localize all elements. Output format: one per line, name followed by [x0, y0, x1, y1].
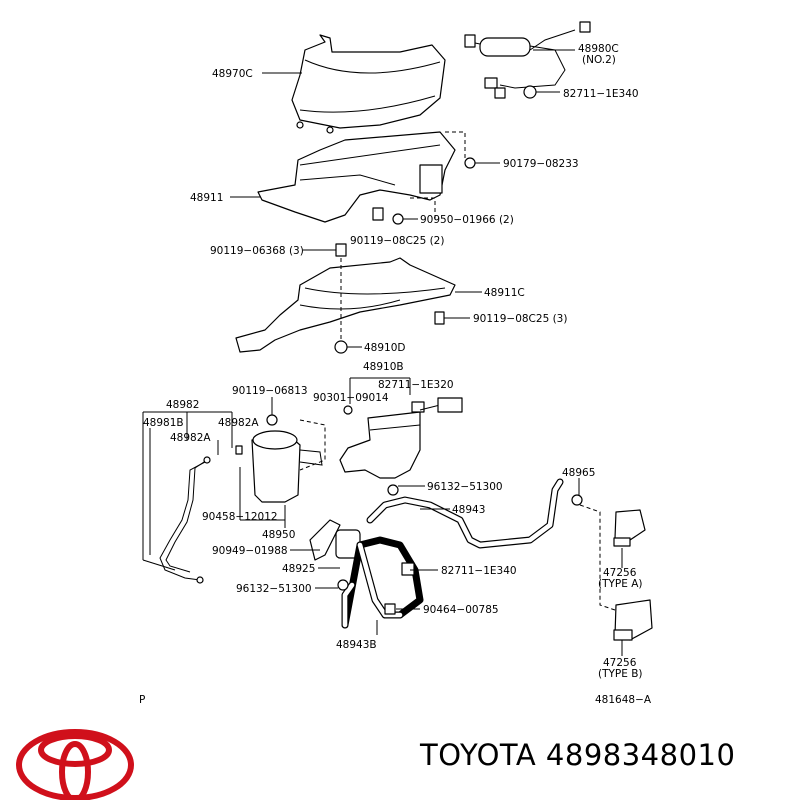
label-48911c: 48911C — [484, 287, 525, 299]
label-48981b: 48981B — [143, 417, 184, 429]
logo-horizontal-ring — [38, 733, 112, 767]
label-90119-08c25-3: 90119−08C25 (3) — [473, 313, 567, 325]
brand-part-number: TOYOTA 4898348010 — [420, 738, 736, 772]
label-48980c: 48980C — [578, 43, 619, 55]
label-48982: 48982 — [166, 399, 199, 411]
label-48910d: 48910D — [364, 342, 406, 354]
label-48943b: 48943B — [336, 639, 377, 651]
label-48911: 48911 — [190, 192, 223, 204]
label-90179-08233: 90179−08233 — [503, 158, 579, 170]
label-48965: 48965 — [562, 467, 595, 479]
label-90949-01988: 90949−01988 — [212, 545, 288, 557]
label-47256-type-b-sub: (TYPE B) — [598, 668, 643, 680]
actuator-48910b — [339, 411, 421, 479]
label-p: P — [139, 694, 145, 706]
label-96132-51300-b: 96132−51300 — [236, 583, 312, 595]
label-48925: 48925 — [282, 563, 315, 575]
label-48943: 48943 — [452, 504, 485, 516]
label-481648-a: 481648−A — [595, 694, 652, 706]
label-47256-type-a: 47256 — [603, 567, 637, 579]
label-48950: 48950 — [262, 529, 295, 541]
label-90464-00785: 90464−00785 — [423, 604, 499, 616]
line-48981b — [159, 461, 206, 581]
label-48982a-1: 48982A — [218, 417, 259, 429]
harness-48980c — [479, 37, 531, 57]
label-82711-1e340-top: 82711−1E340 — [563, 88, 639, 100]
label-90950-01966: 90950−01966 (2) — [420, 214, 514, 226]
part-drawings — [159, 21, 653, 641]
logo-vertical-ring — [59, 741, 91, 800]
label-48910b: 48910B — [363, 361, 404, 373]
cover-48970c — [291, 34, 446, 129]
label-82711-1e340-bot: 82711−1E340 — [441, 565, 517, 577]
plate-48911c — [235, 257, 456, 353]
label-90119-06368: 90119−06368 (3) — [210, 245, 304, 257]
label-90301-09014: 90301−09014 — [313, 392, 389, 404]
bracket-47256-type-a — [614, 509, 646, 541]
part-labels: 48970C 48980C (NO.2) 82711−1E340 90179−0… — [139, 43, 652, 706]
label-48980c-sub: (NO.2) — [582, 54, 616, 66]
label-90458-12012: 90458−12012 — [202, 511, 278, 523]
label-82711-1e320: 82711−1E320 — [378, 379, 454, 391]
label-90119-08c25-2: 90119−08C25 (2) — [350, 235, 444, 247]
label-48970c: 48970C — [212, 68, 253, 80]
label-47256-type-b: 47256 — [603, 657, 637, 669]
label-47256-type-a-sub: (TYPE A) — [598, 578, 643, 590]
label-48982a-2: 48982A — [170, 432, 211, 444]
toyota-logo-icon — [16, 729, 134, 800]
label-90119-06813: 90119−06813 — [232, 385, 308, 397]
label-96132-51300-a: 96132−51300 — [427, 481, 503, 493]
leader-lines — [142, 49, 623, 656]
